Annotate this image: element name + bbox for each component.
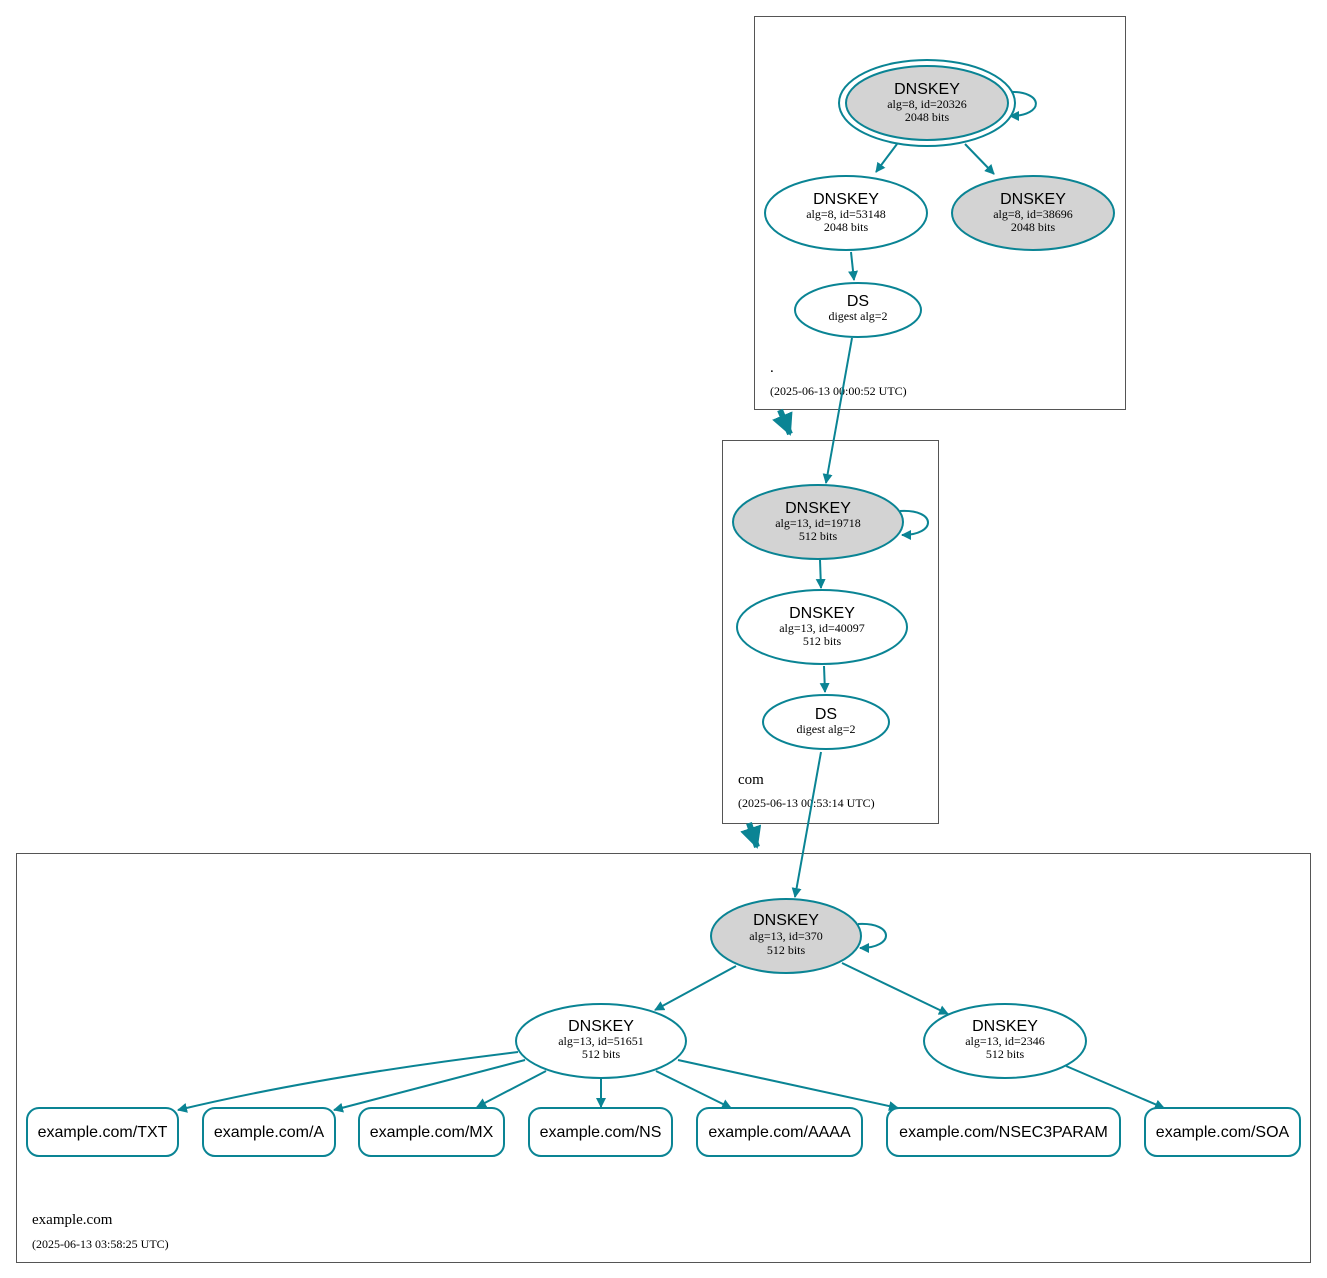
node-type-label: DNSKEY	[789, 605, 855, 622]
node-type-label: DNSKEY	[1000, 191, 1066, 208]
rrset-label: example.com/SOA	[1156, 1124, 1290, 1141]
node-type-label: DNSKEY	[785, 500, 851, 517]
rrset-label: example.com/TXT	[38, 1124, 168, 1141]
node-bits-label: 512 bits	[803, 634, 842, 648]
dnskey-node-root-38696[interactable]: DNSKEY alg=8, id=38696 2048 bits	[951, 175, 1115, 251]
node-alg-label: alg=8, id=38696	[993, 207, 1073, 221]
node-type-label: DNSKEY	[972, 1018, 1038, 1035]
rrset-node-txt[interactable]: example.com/TXT	[26, 1107, 179, 1157]
node-type-label: DNSKEY	[568, 1018, 634, 1035]
rrset-node-aaaa[interactable]: example.com/AAAA	[696, 1107, 863, 1157]
edge-self-com-ksk	[899, 509, 929, 540]
zone-example-name: example.com	[32, 1212, 113, 1228]
dnskey-node-root-53148[interactable]: DNSKEY alg=8, id=53148 2048 bits	[764, 175, 928, 251]
node-bits-label: 512 bits	[986, 1047, 1025, 1061]
dnskey-node-com-19718[interactable]: DNSKEY alg=13, id=19718 512 bits	[732, 484, 904, 560]
node-type-label: DS	[815, 706, 837, 723]
edge-com-zsk-ds	[819, 665, 830, 693]
node-bits-label: 512 bits	[582, 1047, 621, 1061]
node-alg-label: alg=13, id=370	[749, 929, 823, 943]
node-type-label: DS	[847, 293, 869, 310]
node-type-label: DNSKEY	[753, 912, 819, 929]
node-type-label: DNSKEY	[813, 191, 879, 208]
rrset-node-ns[interactable]: example.com/NS	[528, 1107, 673, 1157]
zone-root: . (2025-06-13 00:00:52 UTC)	[754, 16, 1126, 410]
rrset-node-mx[interactable]: example.com/MX	[358, 1107, 505, 1157]
edge-self-ex-ksk	[857, 922, 887, 953]
edge-self-root-ksk	[1006, 90, 1037, 121]
node-alg-label: alg=13, id=2346	[965, 1034, 1045, 1048]
edge-root-ksk-zsk2	[964, 143, 995, 175]
rrset-node-a[interactable]: example.com/A	[202, 1107, 336, 1157]
node-type-label: DNSKEY	[894, 81, 960, 98]
dnskey-node-root-20326[interactable]: DNSKEY alg=8, id=20326 2048 bits	[838, 59, 1016, 147]
node-digest-label: digest alg=2	[796, 722, 855, 736]
node-alg-label: alg=13, id=40097	[779, 621, 865, 635]
edge-zsk1-nsec3param	[677, 1059, 899, 1111]
edge-zsk2-soa	[1065, 1065, 1165, 1110]
rrset-label: example.com/MX	[370, 1124, 494, 1141]
rrset-label: example.com/A	[214, 1124, 325, 1141]
dnskey-node-example-51651[interactable]: DNSKEY alg=13, id=51651 512 bits	[515, 1003, 687, 1079]
edge-root-ds-com-ksk	[822, 337, 853, 484]
edge-ex-ksk-zsk1	[654, 965, 737, 1011]
zone-root-name: .	[770, 360, 774, 376]
node-bits-label: 2048 bits	[905, 110, 950, 124]
rrset-node-nsec3param[interactable]: example.com/NSEC3PARAM	[886, 1107, 1121, 1157]
delegation-arrow-root-com	[772, 408, 793, 436]
node-alg-label: alg=13, id=51651	[558, 1034, 644, 1048]
edge-ex-ksk-zsk2	[841, 962, 949, 1015]
node-alg-label: alg=8, id=20326	[887, 97, 967, 111]
node-bits-label: 2048 bits	[824, 220, 869, 234]
zone-com-name: com	[738, 772, 764, 788]
rrset-label: example.com/NS	[540, 1124, 662, 1141]
node-alg-label: alg=8, id=53148	[806, 207, 886, 221]
rrset-label: example.com/AAAA	[708, 1124, 851, 1141]
edge-com-ksk-zsk	[815, 559, 826, 589]
ds-node-example[interactable]: DS digest alg=2	[762, 694, 890, 750]
rrset-node-soa[interactable]: example.com/SOA	[1144, 1107, 1301, 1157]
dnskey-node-com-40097[interactable]: DNSKEY alg=13, id=40097 512 bits	[736, 589, 908, 665]
edge-zsk1-aaaa	[655, 1070, 732, 1109]
zone-com-timestamp: (2025-06-13 00:53:14 UTC)	[738, 796, 875, 810]
edge-zsk1-a	[333, 1059, 526, 1113]
node-bits-label: 2048 bits	[1011, 220, 1056, 234]
edge-zsk1-mx	[476, 1070, 547, 1108]
edge-root-zsk1-ds	[848, 251, 859, 281]
node-bits-label: 512 bits	[767, 943, 806, 957]
node-digest-label: digest alg=2	[828, 309, 887, 323]
delegation-arrow-com-example	[740, 822, 762, 849]
node-alg-label: alg=13, id=19718	[775, 516, 861, 530]
node-bits-label: 512 bits	[799, 529, 838, 543]
dnskey-node-example-370[interactable]: DNSKEY alg=13, id=370 512 bits	[710, 898, 862, 974]
zone-example-timestamp: (2025-06-13 03:58:25 UTC)	[32, 1237, 169, 1251]
ds-node-com[interactable]: DS digest alg=2	[794, 282, 922, 338]
zone-example: example.com (2025-06-13 03:58:25 UTC)	[16, 853, 1311, 1263]
edge-zsk1-txt	[177, 1051, 519, 1113]
edge-com-ds-ex-ksk	[791, 751, 822, 898]
edge-root-ksk-zsk1	[875, 143, 898, 173]
zone-root-timestamp: (2025-06-13 00:00:52 UTC)	[770, 384, 907, 398]
rrset-label: example.com/NSEC3PARAM	[899, 1124, 1108, 1141]
zone-com: com (2025-06-13 00:53:14 UTC)	[722, 440, 939, 824]
dnskey-node-example-2346[interactable]: DNSKEY alg=13, id=2346 512 bits	[923, 1003, 1087, 1079]
